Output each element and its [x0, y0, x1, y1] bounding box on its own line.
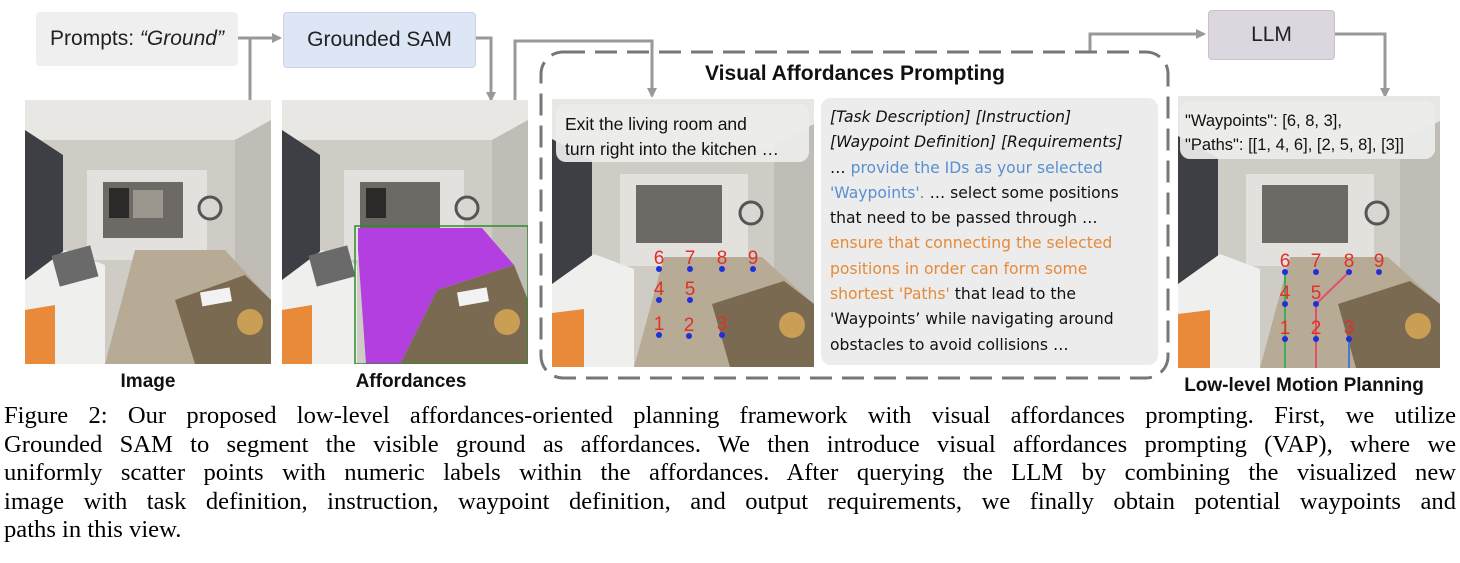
vap-label-9: 9: [748, 248, 759, 269]
prompt-value: “Ground”: [139, 27, 224, 50]
vap-label-2: 2: [684, 315, 695, 336]
vap-label-6: 6: [654, 248, 665, 269]
vap-point-8: [719, 266, 725, 272]
prompt-line-5: that need to be passed through …: [830, 209, 1098, 228]
prompt-line-4: 'Waypoints'. … select some positions: [830, 181, 1123, 206]
vap-label-5: 5: [685, 279, 696, 300]
motion-point-8: [1346, 269, 1352, 275]
prompt-line-2: [Waypoint Definition] [Requirements]: [830, 133, 1123, 152]
arrow-vap-to-llm: [1088, 29, 1206, 52]
arrow-sam-to-affordances: [474, 36, 496, 102]
input-image: [25, 100, 271, 364]
vap-label-3: 3: [717, 314, 728, 335]
vap-point-4: [656, 297, 662, 303]
vap-point-6: [656, 266, 662, 272]
instruction-line-1: Exit the living room and: [565, 114, 747, 134]
motion-label-3: 3: [1344, 318, 1355, 339]
motion-label-7: 7: [1311, 251, 1322, 272]
prompt-text-body: [Task Description] [Instruction] [Waypoi…: [830, 105, 1123, 358]
prompt-line-9: 'Waypoints’ while navigating around: [830, 310, 1114, 329]
motion-point-3: [1346, 336, 1352, 342]
motion-point-2: [1313, 336, 1319, 342]
output-line-2: "Paths": [[1, 4, 6], [2, 5, 8], [3]]: [1185, 136, 1404, 154]
connector-arrows: [238, 29, 1390, 380]
prompt-line-7: positions in order can form some: [830, 259, 1088, 278]
motion-label-8: 8: [1344, 251, 1355, 272]
vap-point-7: [687, 266, 693, 272]
instruction-bubble: Exit the living room and turn right into…: [556, 104, 809, 162]
vap-title: Visual Affordances Prompting: [705, 62, 1005, 85]
motion-point-9: [1376, 269, 1382, 275]
prompt-waypoint-instruction: provide the IDs as your selected: [850, 158, 1103, 177]
figure-caption-line-5: paths in this view.: [4, 516, 182, 544]
motion-point-7: [1313, 269, 1319, 275]
grounded-sam-box: Grounded SAM: [283, 12, 476, 68]
prompt-line-3: … provide the IDs as your selected: [830, 156, 1123, 181]
figure-caption-line-1: Figure 2: Our proposed low-level afforda…: [4, 402, 1456, 429]
prompt-select-positions: … select some positions: [924, 183, 1119, 202]
arrow-llm-to-output: [1333, 32, 1390, 98]
prompt-box: Prompts: “Ground”: [36, 12, 238, 66]
vap-label-4: 4: [654, 279, 665, 300]
vap-point-3: [719, 332, 725, 338]
room-scene-illustration: [25, 100, 271, 364]
output-bubble: "Waypoints": [6, 8, 3], "Paths": [[1, 4,…: [1180, 101, 1435, 159]
llm-box: LLM: [1208, 10, 1335, 60]
figure-caption: Figure 2: Our proposed low-level afforda…: [4, 402, 1456, 545]
motion-label-6: 6: [1280, 251, 1291, 272]
prompt-text-panel: [Task Description] [Instruction] [Waypoi…: [821, 98, 1158, 365]
caption-affordances: Affordances: [355, 371, 467, 392]
affordance-mask: [358, 228, 514, 364]
vap-point-2: [686, 333, 692, 339]
caption-image: Image: [120, 371, 176, 392]
motion-label-5: 5: [1311, 283, 1322, 304]
grounded-sam-label: Grounded SAM: [307, 28, 452, 51]
caption-motion-planning: Low-level Motion Planning: [1184, 375, 1424, 396]
motion-label-9: 9: [1374, 251, 1385, 272]
affordance-segmentation-illustration: [282, 100, 528, 364]
prompt-line-8: shortest 'Paths' that lead to the: [830, 282, 1123, 307]
prompt-lead-to: that lead to the: [949, 285, 1076, 304]
affordances-image: [282, 100, 528, 364]
vap-point-1: [656, 332, 662, 338]
figure-caption-line-2: Grounded SAM to segment the visible grou…: [4, 430, 1456, 458]
motion-point-5: [1313, 301, 1319, 307]
motion-label-2: 2: [1311, 318, 1322, 339]
prompt-ellipsis: …: [830, 158, 851, 177]
vap-label-8: 8: [717, 248, 728, 269]
prompt-paths-term: shortest 'Paths': [830, 285, 950, 304]
prompt-line-1: [Task Description] [Instruction]: [830, 108, 1072, 126]
figure-caption-line-3: uniformly scatter points with numeric la…: [4, 459, 1456, 487]
prompt-waypoints-term: 'Waypoints'.: [830, 183, 925, 202]
vap-dashed-frame: [539, 50, 1170, 380]
motion-label-1: 1: [1280, 318, 1291, 339]
prompt-prefix: Prompts:: [50, 27, 140, 50]
motion-point-6: [1282, 269, 1288, 275]
llm-label: LLM: [1251, 23, 1292, 46]
motion-point-4: [1282, 301, 1288, 307]
vap-label-7: 7: [685, 248, 696, 269]
output-line-1: "Waypoints": [6, 8, 3],: [1185, 112, 1342, 130]
arrow-affordances-to-vap: [513, 39, 657, 100]
prompt-line-10: obstacles to avoid collisions …: [830, 335, 1069, 354]
instruction-line-2: turn right into the kitchen …: [565, 139, 779, 159]
motion-label-4: 4: [1280, 283, 1291, 304]
vap-label-1: 1: [654, 314, 665, 335]
motion-point-1: [1282, 336, 1288, 342]
vap-point-9: [750, 266, 756, 272]
figure-caption-line-4: image with task definition, instruction,…: [4, 487, 1456, 515]
prompt-line-6: ensure that connecting the selected: [830, 234, 1113, 253]
vap-point-5: [687, 297, 693, 303]
motion-path-2: [1315, 271, 1350, 368]
